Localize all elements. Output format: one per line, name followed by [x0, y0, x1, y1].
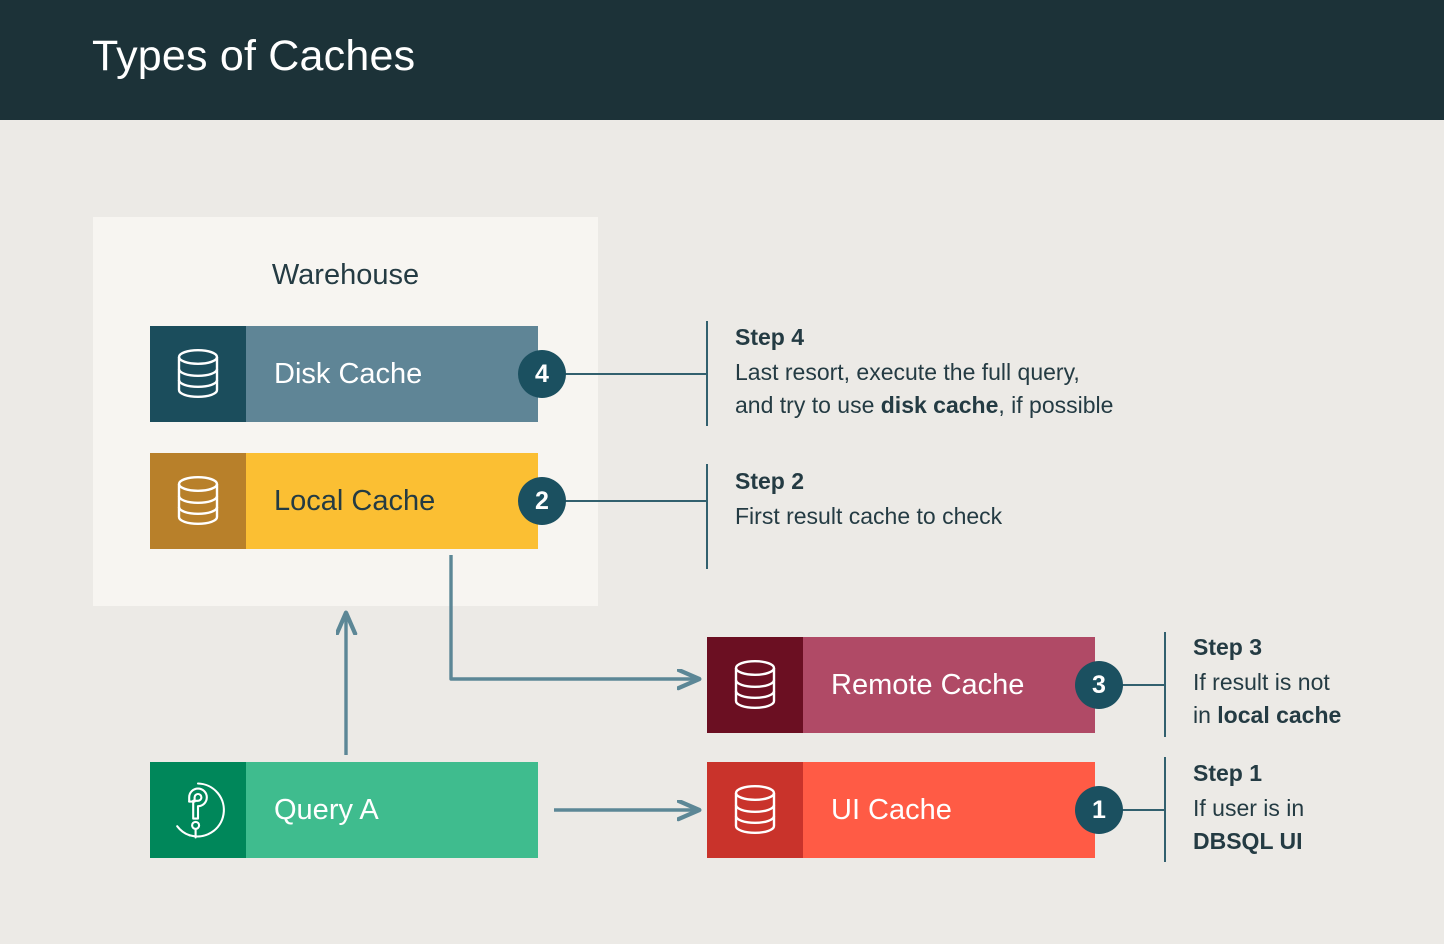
- box-local-cache[interactable]: Local Cache: [150, 453, 538, 549]
- lead-line-step-2: [560, 500, 708, 502]
- warehouse-label: Warehouse: [271, 259, 420, 291]
- step-1-description: If user is in DBSQL UI: [1193, 792, 1443, 859]
- box-ui-cache-label: UI Cache: [831, 793, 952, 826]
- box-local-cache-body: Local Cache: [246, 453, 538, 549]
- bracket-step-4: [706, 321, 708, 426]
- box-remote-cache-body: Remote Cache: [803, 637, 1095, 733]
- box-remote-cache-label: Remote Cache: [831, 668, 1025, 701]
- page-title: Types of Caches: [92, 32, 416, 80]
- step-4-line-1: Last resort, execute the full query,: [735, 359, 1080, 385]
- box-local-cache-label: Local Cache: [274, 484, 436, 517]
- box-query-a-label: Query A: [274, 793, 379, 826]
- bracket-step-2: [706, 464, 708, 569]
- step-2-line-1: First result cache to check: [735, 503, 1003, 529]
- lead-line-step-4: [560, 373, 708, 375]
- step-4-description: Last resort, execute the full query, and…: [735, 356, 1235, 423]
- step-3-line-2: in local cache: [1193, 699, 1443, 732]
- box-query-a-body: Query A: [246, 762, 538, 858]
- step-2-description: First result cache to check: [735, 500, 1235, 533]
- box-disk-cache[interactable]: Disk Cache: [150, 326, 538, 422]
- step-badge-4[interactable]: 4: [518, 350, 566, 398]
- box-ui-cache-body: UI Cache: [803, 762, 1095, 858]
- step-3-description: If result is not in local cache: [1193, 666, 1443, 733]
- step-badge-3[interactable]: 3: [1075, 661, 1123, 709]
- box-ui-cache[interactable]: UI Cache: [707, 762, 1095, 858]
- bracket-step-3: [1164, 632, 1166, 737]
- step-1-title: Step 1: [1193, 760, 1263, 786]
- bracket-step-1: [1164, 757, 1166, 862]
- step-3-line-2-bold: local cache: [1217, 702, 1342, 729]
- lead-line-step-3: [1117, 684, 1166, 686]
- step-3-line-1: If result is not: [1193, 669, 1330, 695]
- box-disk-cache-body: Disk Cache: [246, 326, 538, 422]
- database-icon: [150, 453, 246, 549]
- step-badge-1[interactable]: 1: [1075, 786, 1123, 834]
- database-icon-glyph: [734, 659, 776, 709]
- lead-line-step-1: [1117, 809, 1166, 811]
- step-4-line-2-lead: and try to use: [735, 392, 881, 419]
- step-1-line-2: DBSQL UI: [1193, 825, 1443, 858]
- step-2-title: Step 2: [735, 468, 805, 494]
- step-3-title: Step 3: [1193, 634, 1263, 660]
- step-4-line-2-bold: disk cache: [880, 392, 999, 419]
- database-icon-glyph: [177, 348, 219, 398]
- question-circle-icon-glyph: [176, 782, 225, 839]
- box-query-a[interactable]: Query A: [150, 762, 538, 858]
- step-1-line-2-bold: DBSQL UI: [1193, 828, 1303, 855]
- database-icon-glyph: [177, 475, 219, 525]
- database-icon: [707, 762, 803, 858]
- step-1-line-1: If user is in: [1193, 795, 1305, 821]
- step-badge-2[interactable]: 2: [518, 477, 566, 525]
- box-remote-cache[interactable]: Remote Cache: [707, 637, 1095, 733]
- box-disk-cache-label: Disk Cache: [274, 357, 423, 390]
- database-icon: [707, 637, 803, 733]
- question-circle-icon: [150, 762, 246, 858]
- step-3-block: Step 3 If result is not in local cache: [1193, 634, 1443, 733]
- step-1-block: Step 1 If user is in DBSQL UI: [1193, 760, 1443, 859]
- step-4-block: Step 4 Last resort, execute the full que…: [735, 324, 1235, 423]
- database-icon: [150, 326, 246, 422]
- step-3-line-2-lead: in: [1193, 702, 1218, 729]
- database-icon-glyph: [734, 784, 776, 834]
- step-4-line-2: and try to use disk cache, if possible: [735, 389, 1235, 422]
- page-header: Types of Caches: [0, 0, 1444, 120]
- step-4-line-2-tail: , if possible: [998, 392, 1114, 419]
- step-4-title: Step 4: [735, 324, 805, 350]
- step-2-block: Step 2 First result cache to check: [735, 468, 1235, 533]
